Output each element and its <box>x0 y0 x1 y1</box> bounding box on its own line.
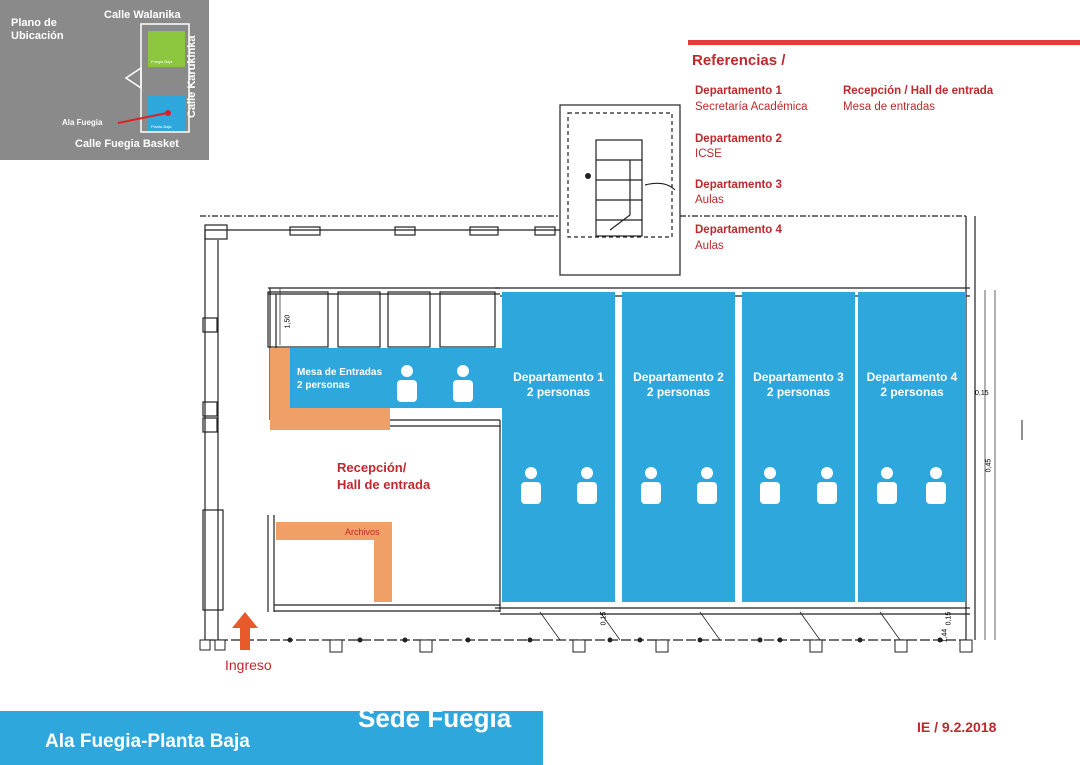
department-2-capacity: 2 personas <box>646 385 711 399</box>
mesa-de-entradas-label: Mesa de Entradas 2 personas <box>297 366 382 392</box>
person-icon <box>397 365 417 402</box>
person-icon <box>926 467 946 504</box>
department-1-label: Departamento 1 2 personas <box>502 370 615 400</box>
wing-label: Ala Fuegia <box>62 118 103 127</box>
department-1-name: Departamento 1 <box>513 370 604 384</box>
site-title: Sede Fuegia <box>358 703 512 733</box>
archivos-shelf-top <box>276 522 392 540</box>
dimension-label: 0,45 <box>985 458 993 473</box>
ref-reception-heading: Recepción / Hall de entrada <box>843 85 994 97</box>
person-icon <box>697 467 717 504</box>
references-title: Referencias / <box>692 52 786 69</box>
department-4-label: Departamento 4 2 personas <box>858 370 966 400</box>
person-icon <box>453 365 473 402</box>
ref-dept1-sub: Secretaría Académica <box>695 101 808 113</box>
ref-dept3-heading: Departamento 3 <box>695 179 782 191</box>
street-bottom-label: Calle Fuegia Basket <box>75 138 179 150</box>
reception-label: Recepción/ Hall de entrada <box>337 459 430 493</box>
department-4-name: Departamento 4 <box>866 370 958 384</box>
department-4-room <box>858 292 966 602</box>
department-3-name: Departamento 3 <box>753 370 844 384</box>
wing-floor-title: Ala Fuegia-Planta Baja <box>45 731 250 752</box>
dimension-label: 0,15 <box>945 611 953 626</box>
dimension-label: 0,15 <box>600 611 608 626</box>
references-bar <box>688 40 1080 45</box>
person-icon <box>760 467 780 504</box>
ref-dept4-heading: Departamento 4 <box>695 224 782 236</box>
person-icon <box>641 467 661 504</box>
ref-reception-sub: Mesa de entradas <box>843 101 936 113</box>
department-1-room <box>502 292 615 602</box>
department-2-label: Departamento 2 2 personas <box>622 370 735 400</box>
archivos-shelf-side <box>374 522 392 602</box>
department-4-capacity: 2 personas <box>880 385 944 399</box>
date-label: IE / 9.2.2018 <box>917 719 997 735</box>
entrance-label: Ingreso <box>225 657 272 673</box>
department-2-name: Departamento 2 <box>633 370 724 384</box>
ref-dept3-sub: Aulas <box>695 194 724 206</box>
footer-band <box>0 711 543 765</box>
blue-block-label: Planta Baja <box>151 124 172 129</box>
person-icon <box>817 467 837 504</box>
person-icon <box>577 467 597 504</box>
department-1-capacity: 2 personas <box>526 385 591 399</box>
reception-line2: Hall de entrada <box>337 477 431 492</box>
inset-map-drawing <box>117 23 190 133</box>
dimension-label: 1,44 <box>941 628 949 643</box>
ref-dept2-sub: ICSE <box>695 148 722 160</box>
green-block-label: Fuegia Baja <box>151 59 173 64</box>
dimension-label: 1,50 <box>284 314 292 329</box>
location-inset: Plano de Ubicación Calle Walanika Calle … <box>0 0 209 160</box>
inset-title-line1: Plano de <box>11 17 57 29</box>
mesa-counter-bottom <box>290 408 390 430</box>
mesa-label-line1: Mesa de Entradas <box>297 367 383 378</box>
street-top-label: Calle Walanika <box>104 9 181 21</box>
department-2-room <box>622 292 735 602</box>
entrance-arrow-icon <box>232 612 258 650</box>
person-icon <box>521 467 541 504</box>
mesa-counter-side <box>270 348 290 430</box>
department-3-capacity: 2 personas <box>766 385 831 399</box>
dimension-label: 0,15 <box>975 390 989 397</box>
department-3-label: Departamento 3 2 personas <box>742 370 855 400</box>
person-icon <box>877 467 897 504</box>
mesa-label-line2: 2 personas <box>297 380 350 391</box>
ref-dept2-heading: Departamento 2 <box>695 133 782 145</box>
ref-dept1-heading: Departamento 1 <box>695 85 782 97</box>
ref-dept4-sub: Aulas <box>695 240 724 252</box>
archivos-label: Archivos <box>345 527 380 537</box>
inset-title-line2: Ubicación <box>11 30 64 42</box>
department-3-room <box>742 292 855 602</box>
reception-line1: Recepción/ <box>337 460 407 475</box>
